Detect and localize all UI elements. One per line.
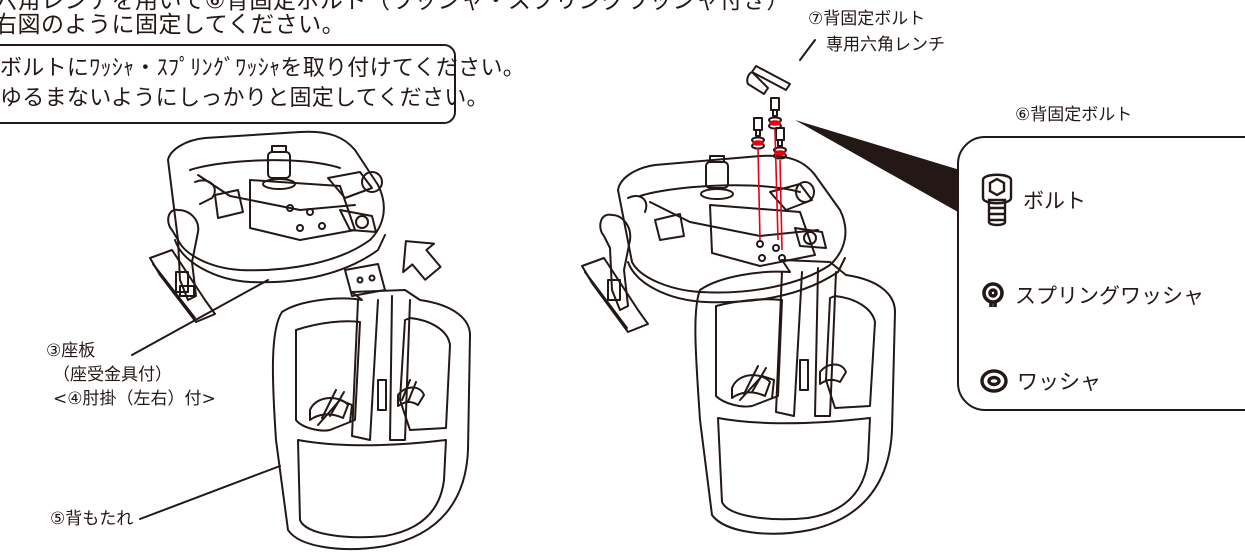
seat-plate-left	[167, 130, 386, 284]
washer-icon	[980, 369, 1008, 393]
callout-line-1: ボルトにﾜｯｼｬ・ｽﾌﾟﾘﾝｸﾞﾜｯｼｬを取り付けてください。	[0, 56, 526, 81]
spring-washer-icon	[982, 282, 1004, 307]
legend-washer-label: ワッシャ	[1017, 370, 1101, 394]
bolt-title-label: ⑥背固定ボルト	[1015, 105, 1133, 125]
back-label: ⑤背もたれ	[50, 509, 134, 529]
seat-label-2: （座受金具付）	[53, 365, 172, 385]
legend-spring-washer: スプリングワッシャ	[979, 280, 1204, 310]
caution-callout: ボルトにﾜｯｼｬ・ｽﾌﾟﾘﾝｸﾞﾜｯｼｬを取り付けてください。 ゆるまないように…	[0, 44, 525, 124]
install-lines	[752, 120, 786, 251]
legend-spring-washer-label: スプリングワッシャ	[1015, 284, 1204, 308]
legend-washer: ワッシャ	[979, 366, 1101, 396]
callout-line-2: ゆるまないようにしっかりと固定してください。	[0, 86, 489, 111]
bolt-icon	[981, 173, 1013, 227]
wrench-label-2: 専用六角レンチ	[826, 35, 945, 55]
bolts-exploded	[751, 97, 787, 160]
wrench-label-1: ⑦背固定ボルト	[808, 9, 926, 29]
intro-line-2: 右図のように固定してください。	[0, 12, 346, 38]
armrest-right	[581, 213, 649, 333]
armrest-left	[149, 208, 216, 323]
seat-label-1: ③座板	[46, 341, 96, 361]
wrench-leader	[799, 39, 816, 61]
seat-leader	[131, 279, 269, 356]
backrest-right	[694, 259, 896, 535]
backrest-left	[271, 289, 471, 551]
hex-wrench	[746, 65, 791, 95]
legend-bolt: ボルト	[979, 170, 1086, 230]
intro-line-1: 六角レンチを用いて⑥背固定ボルト（ワッシャ・スプリングワッシャ付き）	[0, 0, 790, 14]
seat-label-3: <④肘掛（左右）付>	[53, 389, 216, 409]
insert-arrow	[402, 240, 442, 281]
callout-pointer	[795, 120, 960, 212]
seat-plate-right	[617, 154, 847, 304]
parts-legend: ボルト スプリングワッシャ ワッシャ	[957, 136, 1245, 411]
legend-bolt-label: ボルト	[1023, 189, 1086, 213]
back-leader	[139, 465, 281, 520]
